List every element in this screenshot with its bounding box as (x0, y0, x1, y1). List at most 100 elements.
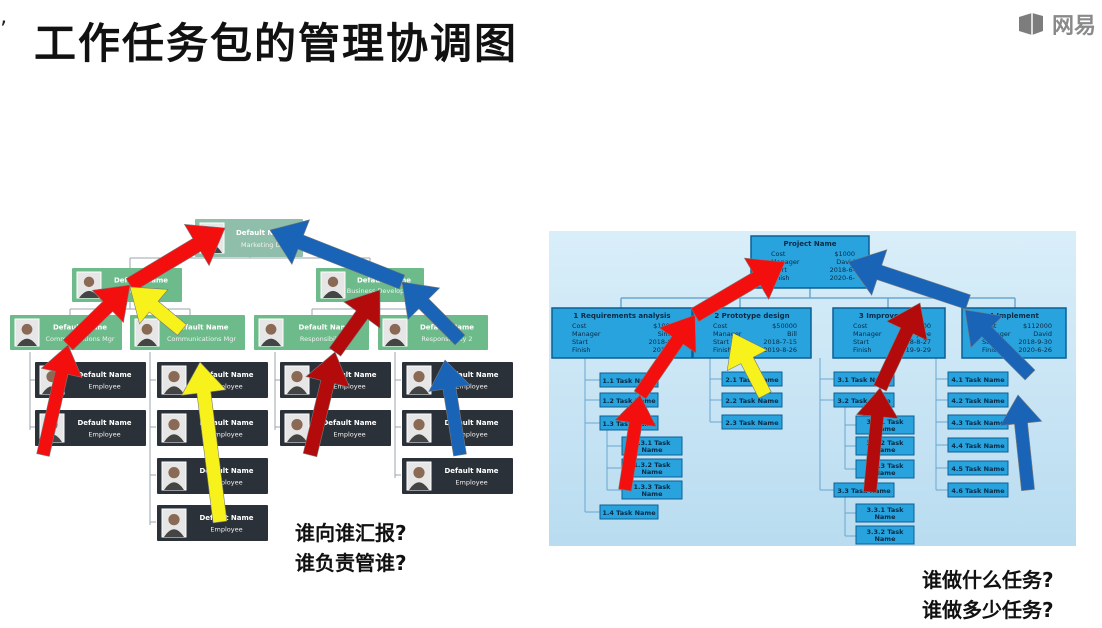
node-name: Default Name (322, 419, 376, 427)
task-label: 2.2 Task Name (725, 397, 779, 405)
task-box: 4.5 Task Name (947, 460, 1009, 476)
node-role: Employee (88, 383, 120, 391)
person-avatar-icon (406, 413, 432, 443)
phase-field-value: $112000 (1023, 322, 1052, 330)
task-label: 4.2 Task Name (951, 397, 1005, 405)
person-avatar-icon (382, 318, 408, 347)
task-box: 4.1 Task Name (947, 371, 1009, 387)
person-avatar-icon (161, 461, 187, 491)
task-rect (947, 482, 1009, 498)
phase-title: 4 Implement (989, 312, 1039, 320)
task-box: 4.3 Task Name (947, 414, 1009, 430)
arrow-blue (401, 281, 466, 346)
person-avatar-icon (161, 413, 187, 443)
task-label: 4.4 Task Name (951, 442, 1005, 450)
node-role: Employee (455, 383, 487, 391)
node-role: Employee (210, 479, 242, 487)
arrow-red (690, 257, 786, 322)
arrow-red (614, 394, 657, 492)
phase-field-label: Cost (572, 322, 587, 330)
phase-field-value: David (1033, 330, 1052, 338)
task-label: Name (874, 513, 896, 521)
task-label: Name (874, 446, 896, 454)
phase-field-label: Manager (771, 258, 800, 266)
phase-field-label: Finish (771, 274, 790, 282)
arrow-darkred (302, 351, 351, 458)
node-name: Default Name (199, 371, 253, 379)
task-label: Name (874, 469, 896, 477)
phase-field-value: 2020-6-26 (1018, 346, 1052, 354)
corner-mark: ’ (0, 18, 7, 43)
person-avatar-icon (406, 365, 432, 395)
person-avatar-icon (284, 413, 310, 443)
node-role: Employee (88, 431, 120, 439)
task-label: Name (641, 468, 663, 476)
task-box: 4.6 Task Name (947, 482, 1009, 498)
phase-field-label: Start (572, 338, 588, 346)
logo: 网易 (1016, 8, 1096, 40)
task-label: 1.3.2 Task (634, 461, 672, 469)
phase-field-label: Manager (713, 330, 742, 338)
phase-field-label: Start (853, 338, 869, 346)
task-rect (855, 503, 915, 523)
arrow-darkred (855, 387, 899, 493)
arrow-red (633, 314, 697, 400)
task-rect (855, 525, 915, 545)
question-what-task: 谁做什么任务? (922, 568, 1054, 592)
task-box: 1.4 Task Name (599, 504, 659, 520)
person-avatar-icon (161, 365, 187, 395)
phase-title: 2 Prototype design (714, 312, 789, 320)
task-rect (947, 437, 1009, 453)
node-name: Default Name (322, 371, 376, 379)
phase-field-label: Manager (572, 330, 601, 338)
node-role: Business Development (347, 287, 422, 295)
task-label: Name (641, 446, 663, 454)
task-label: 4.6 Task Name (951, 487, 1005, 495)
phase-field-value: $50000 (772, 322, 797, 330)
person-avatar-icon (134, 318, 160, 347)
task-rect (621, 480, 683, 500)
phase-title: 3 Improvement (859, 312, 920, 320)
task-label: 2.3 Task Name (725, 419, 779, 427)
task-box: 2.2 Task Name (721, 392, 783, 408)
node-role: Employee (333, 431, 365, 439)
node-name: Default Name (444, 371, 498, 379)
question-how-many: 谁做多少任务? (922, 598, 1054, 622)
task-label: 3.2.3 Task (867, 462, 905, 470)
arrow-red (62, 284, 131, 351)
phase-field-label: Finish (982, 346, 1001, 354)
question-manage: 谁负责管谁? (295, 551, 407, 575)
node-name: Default Name (298, 324, 352, 332)
arrow-blue (269, 219, 406, 290)
arrow-red (36, 344, 83, 457)
node-role: Employee (210, 383, 242, 391)
node-name: Default Name (77, 371, 131, 379)
arrow-blue (964, 309, 1036, 381)
arrow-darkred (873, 302, 928, 392)
task-label: 3.2.2 Task (867, 439, 905, 447)
phase-field-value: 2018-7-15 (763, 338, 797, 346)
phase-field-label: Cost (853, 322, 868, 330)
task-label: Name (641, 490, 663, 498)
node-role: Communications Mgr (167, 335, 236, 343)
task-rect (947, 392, 1009, 408)
task-rect (721, 414, 783, 430)
arrow-blue (847, 249, 971, 310)
phase-field-value: 2019-8-26 (763, 346, 797, 354)
task-box: 4.2 Task Name (947, 392, 1009, 408)
task-label: Name (874, 535, 896, 543)
task-label: 3.3.1 Task (867, 506, 905, 514)
task-label: 3.2.1 Task (867, 418, 905, 426)
node-role: Responsibility 1 (300, 335, 351, 343)
arrow-yellow (129, 286, 187, 336)
task-label: 4.1 Task Name (951, 376, 1005, 384)
phase-field-label: Cost (713, 322, 728, 330)
questions-left: 谁向谁汇报? 谁负责管谁? (295, 518, 407, 578)
